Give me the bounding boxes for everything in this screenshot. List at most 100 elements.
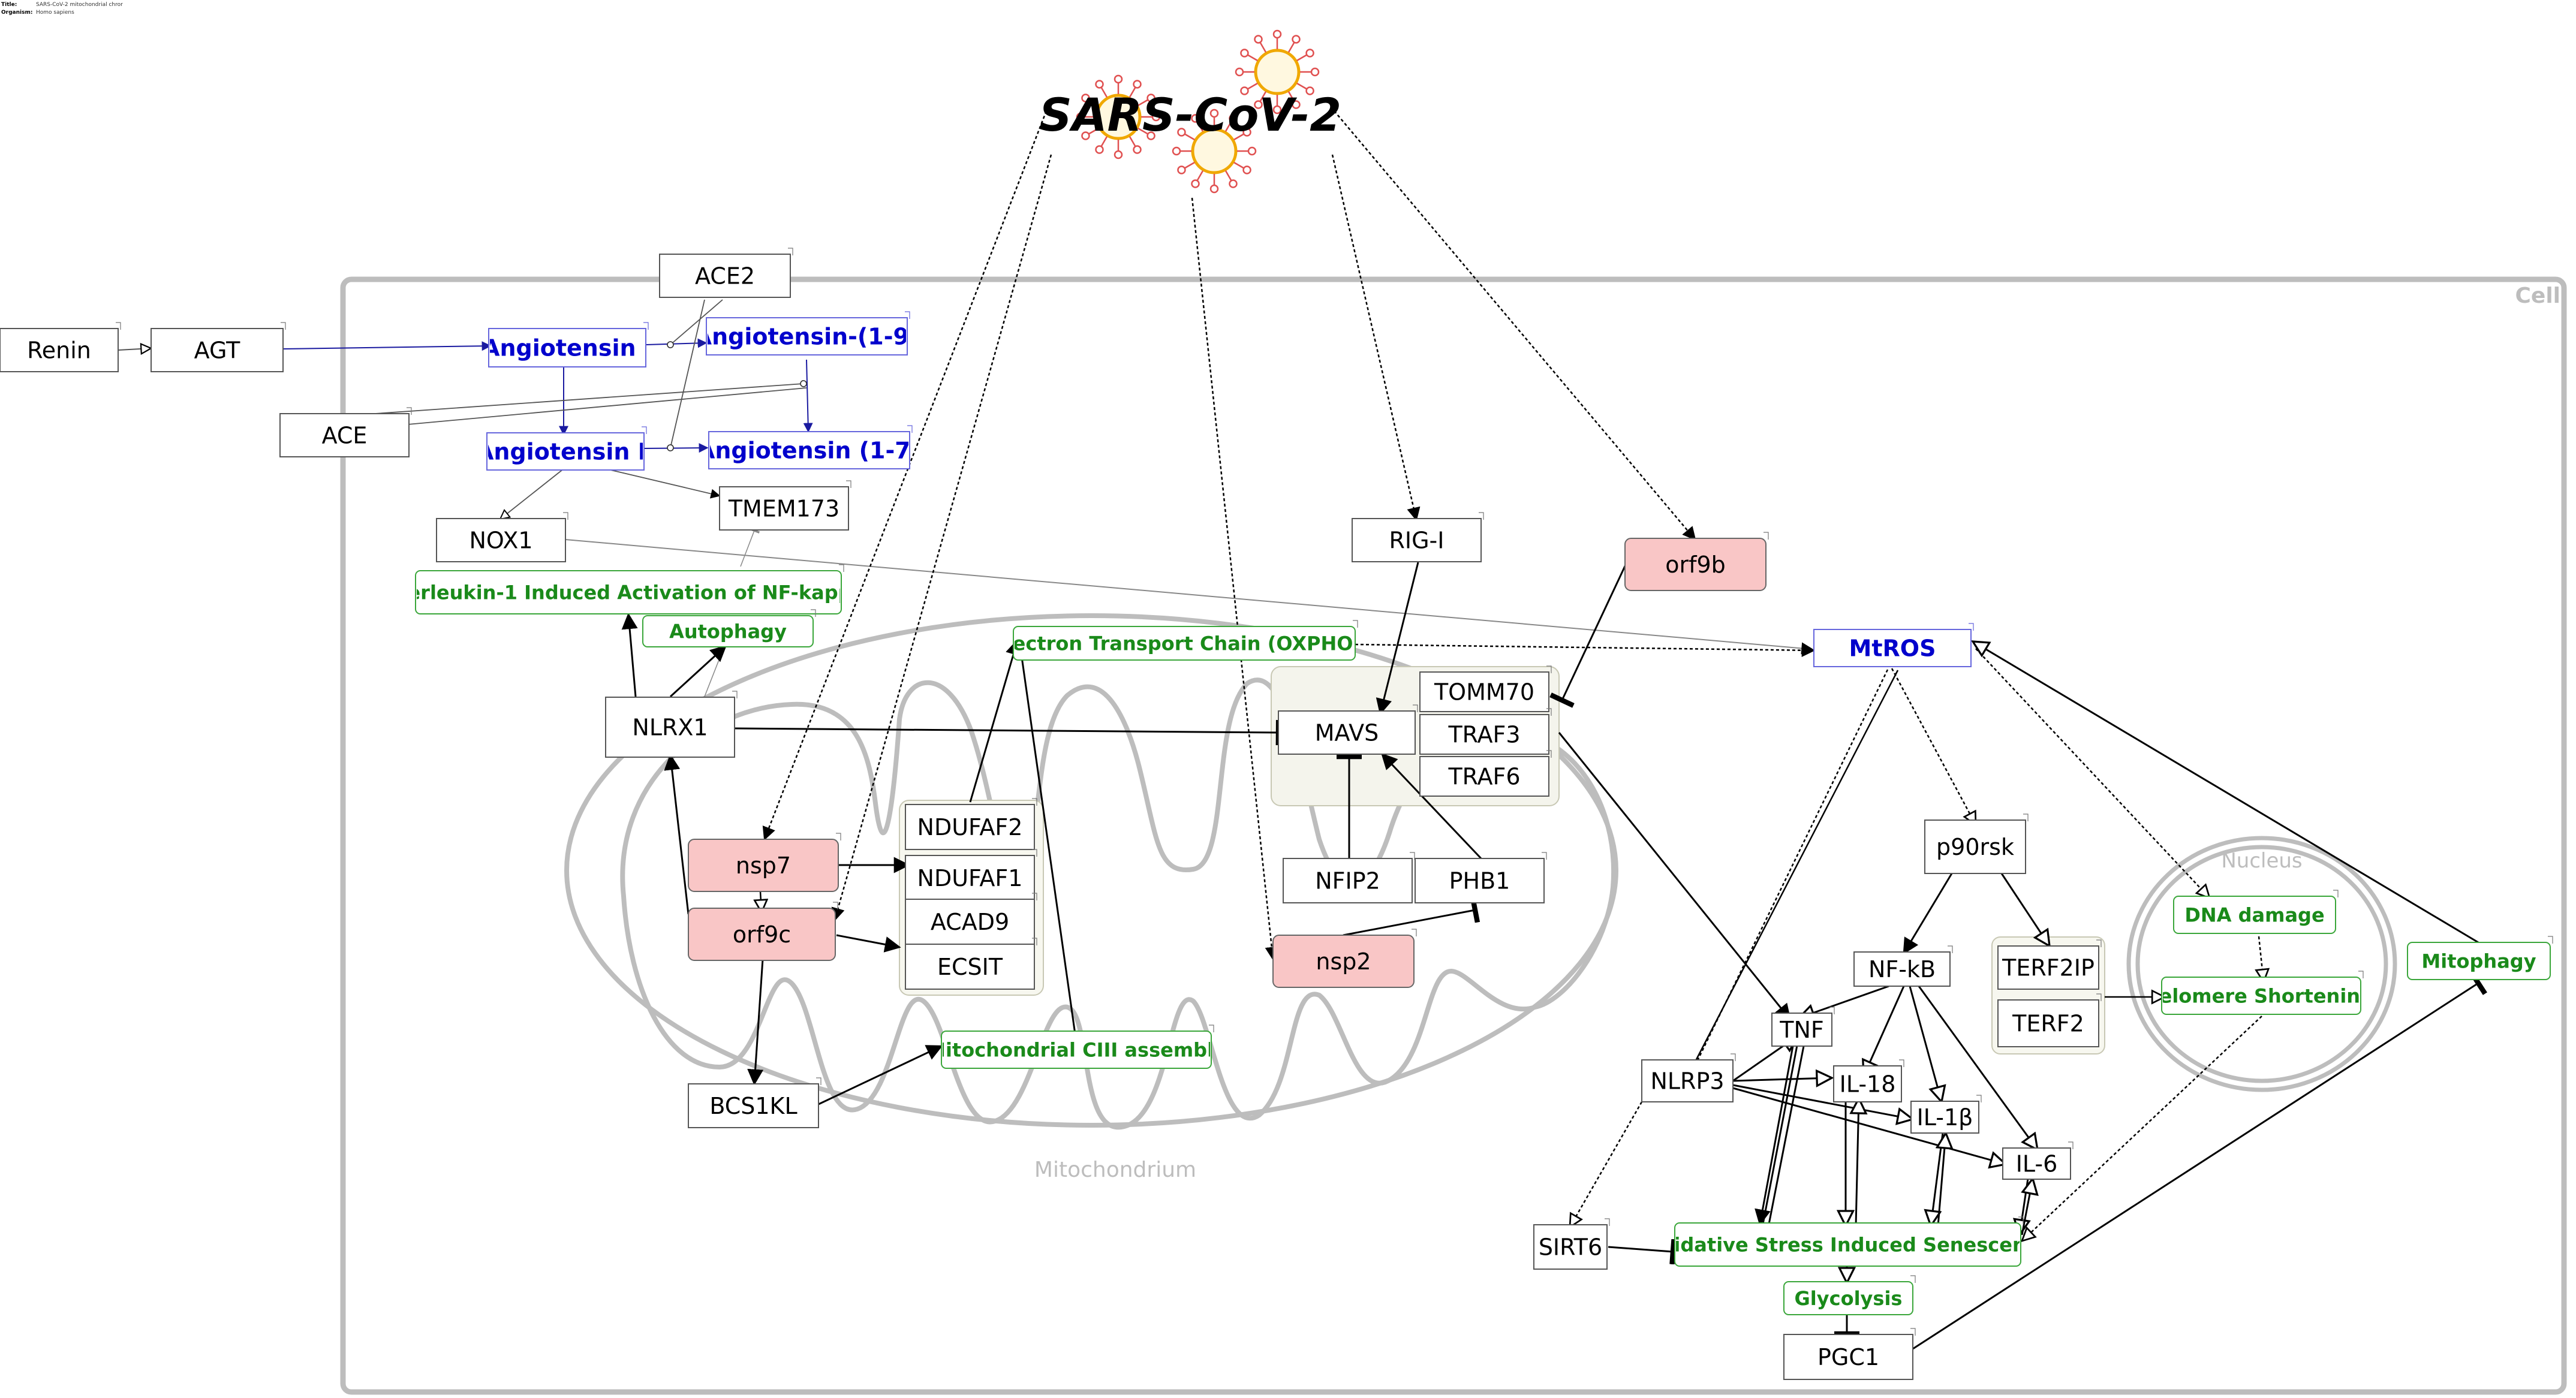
link-marker-icon: [643, 322, 649, 330]
link-marker-icon: [1410, 852, 1415, 860]
node-etc[interactable]: Electron Transport Chain (OXPHOS): [993, 620, 1376, 661]
node-mavs[interactable]: MAVS: [1278, 704, 1418, 755]
link-marker-icon: [905, 311, 910, 319]
node-label: TERF2: [2012, 1011, 2084, 1037]
node-terf2ip[interactable]: TERF2IP: [1997, 939, 2102, 990]
node-telomere[interactable]: Telomere Shortening: [2148, 971, 2374, 1015]
node-box: [2161, 977, 2361, 1015]
node-tomm70[interactable]: TOMM70: [1419, 665, 1552, 712]
node-box: [1278, 710, 1416, 755]
link-marker-icon: [1899, 1059, 1904, 1067]
node-oxsen[interactable]: Oxidative Stress Induced Senescence: [1645, 1216, 2051, 1267]
node-renin[interactable]: Renin: [0, 322, 121, 372]
node-nox1[interactable]: NOX1: [436, 512, 568, 562]
node-ang17[interactable]: Angiotensin (1-7): [697, 425, 921, 469]
link-marker-icon: [1209, 1025, 1214, 1032]
node-nlrp3[interactable]: NLRP3: [1641, 1053, 1736, 1102]
node-ciii[interactable]: Mitochondrial CIII assembly: [926, 1025, 1226, 1069]
node-label: p90rsk: [1936, 834, 2014, 860]
node-pgc1[interactable]: PGC1: [1783, 1328, 1916, 1380]
node-nfip2[interactable]: NFIP2: [1283, 852, 1415, 903]
virus-icon-group: [1076, 29, 1320, 194]
node-mitophagy[interactable]: Mitophagy: [2407, 936, 2553, 980]
node-traf3[interactable]: TRAF3: [1419, 708, 1552, 755]
node-ang1[interactable]: Angiotensin I: [482, 322, 652, 367]
node-label: Electron Transport Chain (OXPHOS): [993, 632, 1376, 655]
node-tnf[interactable]: TNF: [1771, 1007, 1835, 1047]
node-label: Angiotensin-(1-9): [694, 324, 920, 350]
node-label: NDUFAF2: [917, 814, 1023, 840]
node-nlrx1[interactable]: NLRX1: [605, 691, 738, 758]
node-label: PHB1: [1449, 868, 1510, 894]
node-label: PGC1: [1817, 1344, 1879, 1370]
node-label: ECSIT: [937, 954, 1003, 980]
link-marker-icon: [1542, 852, 1547, 860]
node-nsp7[interactable]: nsp7: [688, 833, 841, 892]
node-box: [1419, 714, 1549, 755]
node-ace2[interactable]: ACE2: [659, 248, 793, 298]
node-box: [1997, 945, 2099, 990]
node-agt[interactable]: AGT: [151, 322, 286, 372]
node-label: TMEM173: [728, 496, 839, 522]
node-orf9b[interactable]: orf9b: [1624, 532, 1769, 591]
node-label: ACE2: [695, 263, 755, 290]
link-marker-icon: [1829, 1007, 1835, 1014]
node-nsp2[interactable]: nsp2: [1272, 929, 1417, 988]
link-marker-icon: [2018, 1216, 2024, 1224]
node-label: Angiotensin (1-7): [697, 438, 921, 464]
node-box: [1813, 629, 1972, 667]
node-label: AGT: [194, 338, 240, 364]
node-phb1[interactable]: PHB1: [1415, 852, 1547, 903]
link-marker-icon: [816, 1077, 821, 1085]
title-label: Title:: [1, 2, 17, 8]
node-ang2[interactable]: Angiotensin II: [476, 426, 655, 471]
node-rigi[interactable]: RIG-I: [1352, 512, 1484, 562]
node-label: SIRT6: [1539, 1234, 1602, 1261]
link-marker-icon: [907, 425, 913, 433]
node-traf6[interactable]: TRAF6: [1419, 750, 1552, 797]
link-marker-icon: [116, 322, 121, 330]
node-label: TRAF6: [1448, 764, 1520, 790]
node-ndufaf2[interactable]: NDUFAF2: [905, 798, 1037, 850]
link-marker-icon: [2548, 936, 2553, 944]
node-box: [905, 804, 1035, 850]
node-label: NDUFAF1: [917, 865, 1023, 891]
node-tmem173[interactable]: TMEM173: [719, 480, 851, 531]
node-label: Oxidative Stress Induced Senescence: [1645, 1234, 2051, 1257]
node-mtros[interactable]: MtROS: [1813, 623, 1974, 667]
link-marker-icon: [1546, 750, 1552, 758]
node-ace[interactable]: ACE: [279, 407, 412, 457]
node-p90rsk[interactable]: p90rsk: [1924, 814, 2029, 874]
node-label: TRAF3: [1448, 722, 1520, 748]
node-il1b[interactable]: IL-1β: [1910, 1095, 1982, 1134]
node-terf2[interactable]: TERF2: [1997, 993, 2102, 1047]
node-bcs1kl[interactable]: BCS1KL: [688, 1077, 821, 1128]
node-label: Telomere Shortening: [2148, 985, 2374, 1008]
node-nfkb[interactable]: NF-kB: [1853, 945, 1953, 987]
node-box: [706, 317, 908, 355]
node-il18[interactable]: IL-18: [1833, 1059, 1904, 1102]
node-box: [1283, 858, 1413, 903]
node-box: [1624, 538, 1767, 591]
node-label: Glycolysis: [1795, 1287, 1903, 1310]
link-marker-icon: [1546, 665, 1552, 673]
node-label: IL-6: [2016, 1151, 2058, 1177]
node-autophagy[interactable]: Autophagy: [642, 609, 816, 647]
node-il6[interactable]: IL-6: [2002, 1141, 2074, 1180]
node-il1nfkb[interactable]: Interleukin-1 Induced Activation of NF-k…: [377, 564, 879, 614]
node-ecsit[interactable]: ECSIT: [905, 938, 1037, 990]
link-marker-icon: [846, 480, 851, 488]
node-label: Renin: [27, 338, 91, 364]
link-marker-icon: [1969, 623, 1974, 631]
node-ang19[interactable]: Angiotensin-(1-9): [694, 311, 920, 355]
node-sirt6[interactable]: SIRT6: [1533, 1218, 1610, 1270]
node-orf9c[interactable]: orf9c: [688, 902, 838, 961]
node-acad9[interactable]: ACAD9: [905, 893, 1037, 945]
node-box: [151, 328, 284, 372]
node-ndufaf1[interactable]: NDUFAF1: [905, 849, 1037, 901]
node-glycolysis[interactable]: Glycolysis: [1783, 1275, 1916, 1315]
link-marker-icon: [2096, 993, 2102, 1001]
node-box: [688, 839, 839, 892]
node-dna[interactable]: DNA damage: [2173, 890, 2339, 934]
link-marker-icon: [407, 407, 412, 415]
